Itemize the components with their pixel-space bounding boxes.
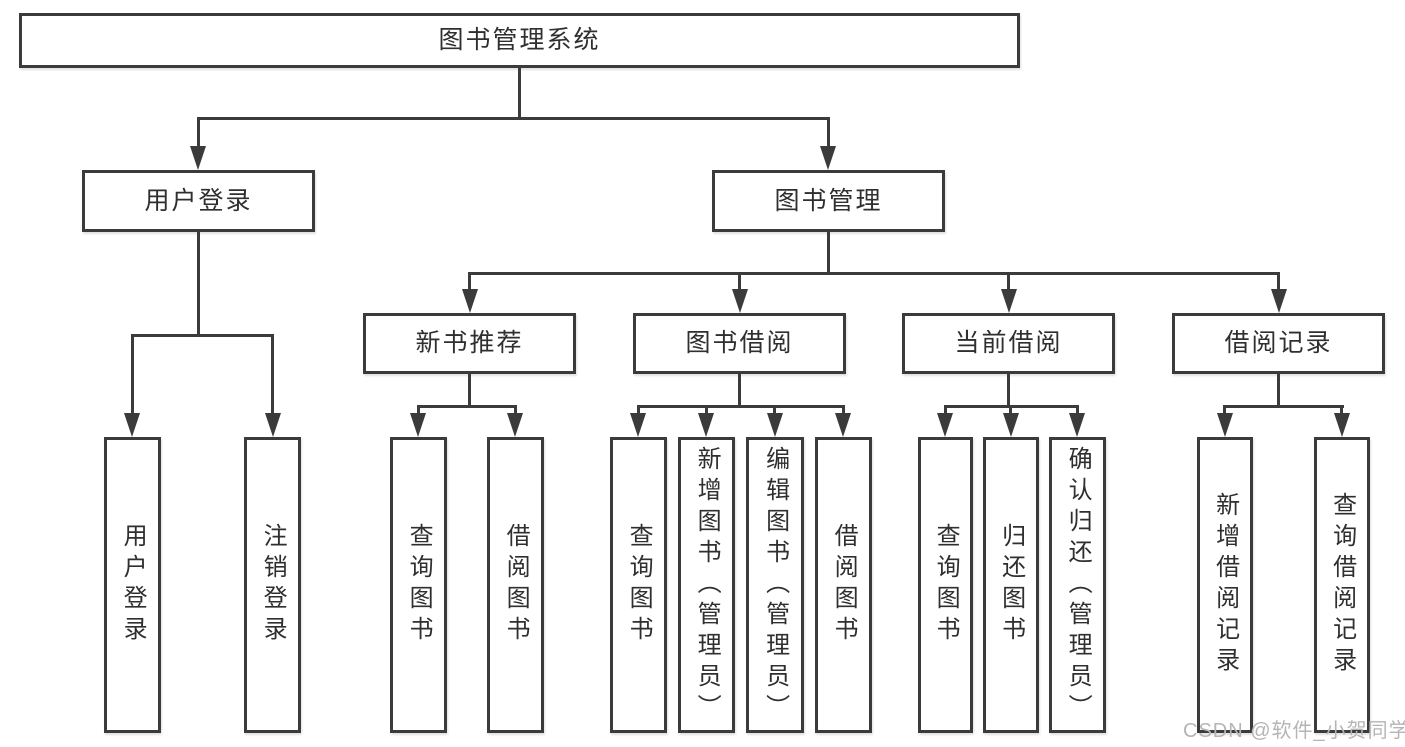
node-logout-action-label: 注销登录: [259, 523, 287, 647]
connector-borrowing-drop: [637, 405, 640, 417]
node-new-book-recommendation: 新书推荐: [363, 313, 576, 374]
arrow-down-icon: [1271, 289, 1287, 313]
connector-book-management-drop: [738, 272, 741, 292]
connector-records-drop: [1340, 405, 1343, 417]
connector-user-login-bar: [131, 334, 274, 337]
connector-current-stub: [1007, 374, 1010, 407]
connector-recommendation-stub: [468, 374, 471, 407]
node-confirm-return-admin: 确认归还（管理员）: [1049, 437, 1106, 733]
node-query-books-borrow-label: 查询图书: [625, 523, 653, 647]
node-book-management-label: 图书管理: [774, 186, 883, 215]
node-user-login-branch-label: 用户登录: [144, 186, 253, 215]
node-borrow-books-recommend-label: 借阅图书: [502, 523, 530, 647]
connector-recommendation-drop: [514, 405, 517, 417]
connector-current-drop: [1009, 405, 1012, 417]
arrow-down-icon: [937, 413, 953, 437]
node-logout-action: 注销登录: [244, 437, 301, 733]
connector-book-management-drop: [1277, 272, 1280, 292]
connector-root-stub: [518, 68, 521, 120]
node-add-borrow-record: 新增借阅记录: [1197, 437, 1253, 733]
node-user-login-action-label: 用户登录: [119, 523, 147, 647]
arrow-down-icon: [1334, 413, 1350, 437]
node-query-books-current-label: 查询图书: [932, 523, 960, 647]
connector-current-drop: [944, 405, 947, 417]
connector-records-drop: [1223, 405, 1226, 417]
connector-book-management-drop: [1007, 272, 1010, 292]
arrow-down-icon: [835, 413, 851, 437]
connector-user-login-drop: [271, 334, 274, 416]
connector-recommendation-bar: [417, 405, 517, 408]
connector-borrowing-drop: [842, 405, 845, 417]
node-library-management-system: 图书管理系统: [19, 13, 1020, 68]
arrow-down-icon: [1217, 413, 1233, 437]
node-add-books-admin: 新增图书（管理员）: [678, 437, 735, 733]
node-borrowing-records: 借阅记录: [1172, 313, 1385, 374]
node-query-books-recommend-label: 查询图书: [405, 523, 433, 647]
connector-user-login-drop: [131, 334, 134, 416]
connector-records-bar: [1223, 405, 1344, 408]
node-query-books-current: 查询图书: [918, 437, 973, 733]
arrow-down-icon: [1001, 289, 1017, 313]
connector-root-bar: [197, 117, 830, 120]
node-add-books-admin-label: 新增图书（管理员）: [693, 445, 721, 725]
node-user-login-action: 用户登录: [104, 437, 161, 733]
arrow-down-icon: [1003, 413, 1019, 437]
arrow-down-icon: [410, 413, 426, 437]
node-confirm-return-admin-label: 确认归还（管理员）: [1064, 445, 1092, 725]
connector-current-drop: [1076, 405, 1079, 417]
connector-user-login-stub: [197, 232, 200, 336]
arrow-down-icon: [190, 146, 206, 170]
arrow-down-icon: [507, 413, 523, 437]
node-user-login-branch: 用户登录: [82, 170, 315, 232]
node-book-management: 图书管理: [712, 170, 945, 232]
arrow-down-icon: [462, 289, 478, 313]
node-library-management-system-label: 图书管理系统: [438, 26, 601, 54]
node-current-borrowing-label: 当前借阅: [954, 329, 1063, 357]
connector-borrowing-drop: [773, 405, 776, 417]
node-query-borrow-record: 查询借阅记录: [1314, 437, 1370, 733]
connector-root-drop-left: [197, 117, 200, 149]
node-new-book-recommendation-label: 新书推荐: [415, 329, 524, 357]
node-return-books-label: 归还图书: [997, 523, 1025, 647]
node-return-books: 归还图书: [983, 437, 1039, 733]
node-query-books-recommend: 查询图书: [390, 437, 447, 733]
arrow-down-icon: [630, 413, 646, 437]
connector-records-stub: [1277, 374, 1280, 407]
node-borrow-books-borrow-label: 借阅图书: [830, 523, 858, 647]
connector-borrowing-bar: [637, 405, 845, 408]
connector-book-management-stub: [827, 231, 830, 275]
node-query-borrow-record-label: 查询借阅记录: [1328, 492, 1356, 678]
connector-recommendation-drop: [417, 405, 420, 417]
arrow-down-icon: [732, 289, 748, 313]
node-borrow-books-recommend: 借阅图书: [487, 437, 544, 733]
connector-root-drop-right: [827, 117, 830, 149]
node-borrow-books-borrow: 借阅图书: [815, 437, 872, 733]
connector-book-management-drop: [468, 272, 471, 292]
arrow-down-icon: [124, 413, 140, 437]
watermark: CSDN @软件_小贺同学: [1183, 720, 1405, 742]
node-add-borrow-record-label: 新增借阅记录: [1211, 492, 1239, 678]
node-query-books-borrow: 查询图书: [610, 437, 667, 733]
arrow-down-icon: [698, 413, 714, 437]
node-book-borrowing: 图书借阅: [633, 313, 846, 374]
connector-book-management-bar: [468, 272, 1280, 275]
node-edit-books-admin-label: 编辑图书（管理员）: [761, 445, 789, 725]
node-edit-books-admin: 编辑图书（管理员）: [746, 437, 804, 733]
connector-borrowing-stub: [738, 374, 741, 407]
connector-borrowing-drop: [705, 405, 708, 417]
arrow-down-icon: [1069, 413, 1085, 437]
node-current-borrowing: 当前借阅: [902, 313, 1115, 374]
node-book-borrowing-label: 图书借阅: [685, 329, 794, 357]
arrow-down-icon: [265, 413, 281, 437]
node-borrowing-records-label: 借阅记录: [1224, 329, 1333, 357]
arrow-down-icon: [767, 413, 783, 437]
arrow-down-icon: [820, 146, 836, 170]
